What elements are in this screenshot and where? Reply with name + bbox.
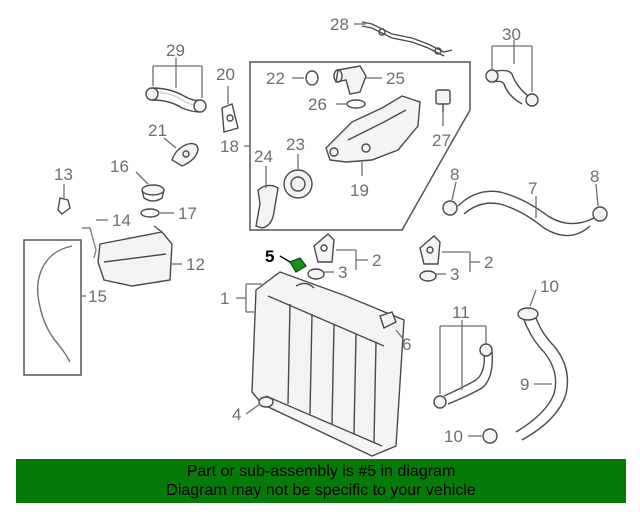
info-banner: Part or sub-assembly is #5 in diagram Di… bbox=[16, 459, 626, 503]
callout-1: 1 bbox=[220, 289, 229, 308]
part-12-reservoir bbox=[97, 225, 173, 287]
callout-19: 19 bbox=[350, 181, 369, 200]
part-2-bracket-right bbox=[419, 235, 441, 265]
callout-8-right: 8 bbox=[590, 167, 599, 186]
callout-9: 9 bbox=[520, 375, 529, 394]
part-28-pipe bbox=[361, 21, 453, 57]
part-6-plug bbox=[379, 311, 397, 329]
part-22-o-ring bbox=[305, 70, 319, 86]
part-17-ring bbox=[140, 208, 160, 218]
part-3-mount-left bbox=[307, 268, 325, 280]
callout-3-right: 3 bbox=[450, 265, 459, 284]
callout-14: 14 bbox=[112, 211, 131, 230]
part-16-cap bbox=[141, 184, 165, 202]
callout-3-left: 3 bbox=[338, 263, 347, 282]
part-2-bracket-left bbox=[313, 233, 335, 263]
part-1-radiator bbox=[251, 271, 405, 457]
callout-16: 16 bbox=[110, 157, 129, 176]
part-3-mount-right bbox=[419, 270, 437, 282]
thermostat-group-box bbox=[249, 61, 471, 231]
callout-23: 23 bbox=[286, 135, 305, 154]
part-23-thermostat bbox=[283, 169, 313, 199]
part-25-outlet bbox=[333, 65, 367, 95]
callout-20: 20 bbox=[216, 65, 235, 84]
leader-lines bbox=[63, 23, 599, 437]
part-10-clamp-top bbox=[517, 307, 539, 321]
part-26-o-ring bbox=[346, 99, 366, 109]
callout-5[interactable]: 5 bbox=[265, 247, 274, 266]
part-27-sensor bbox=[435, 89, 451, 112]
part-19-housing bbox=[325, 95, 421, 163]
callout-12: 12 bbox=[186, 255, 205, 274]
callout-25: 25 bbox=[386, 69, 405, 88]
part-13-clip bbox=[57, 197, 71, 215]
callout-13: 13 bbox=[54, 165, 73, 184]
part-7-hose bbox=[457, 190, 595, 237]
part-10-clamp-bottom bbox=[482, 428, 498, 444]
callout-2-right: 2 bbox=[484, 253, 493, 272]
part-4-drain bbox=[258, 396, 274, 408]
callout-15: 15 bbox=[88, 287, 107, 306]
part-24-inlet bbox=[255, 184, 279, 229]
part-21-sensor bbox=[171, 142, 199, 167]
part-8-clamp-left bbox=[442, 200, 458, 216]
callout-30: 30 bbox=[502, 25, 521, 44]
overflow-hose-box bbox=[23, 239, 82, 376]
callout-18: 18 bbox=[220, 137, 239, 156]
callout-22: 22 bbox=[266, 69, 285, 88]
callout-17: 17 bbox=[178, 204, 197, 223]
part-11-hose bbox=[433, 343, 493, 409]
callout-10-bottom: 10 bbox=[444, 427, 463, 446]
callout-7: 7 bbox=[528, 179, 537, 198]
part-9-hose bbox=[515, 317, 569, 441]
callout-28: 28 bbox=[330, 15, 349, 34]
callout-6: 6 bbox=[402, 335, 411, 354]
banner-line-1: Part or sub-assembly is #5 in diagram bbox=[186, 463, 456, 480]
callout-27: 27 bbox=[432, 131, 451, 150]
part-8-clamp-right bbox=[592, 206, 608, 222]
part-5-highlighted[interactable] bbox=[289, 257, 307, 273]
callout-21: 21 bbox=[148, 121, 167, 140]
part-14-hose bbox=[82, 227, 97, 259]
callout-2-left: 2 bbox=[372, 251, 381, 270]
callout-4: 4 bbox=[232, 405, 241, 424]
part-29-hose bbox=[145, 87, 207, 113]
callout-11: 11 bbox=[452, 303, 470, 322]
callout-10-top: 10 bbox=[540, 277, 559, 296]
callout-26: 26 bbox=[308, 95, 327, 114]
callout-29: 29 bbox=[166, 41, 185, 60]
part-20-gasket bbox=[221, 103, 239, 133]
callout-8-left: 8 bbox=[450, 165, 459, 184]
callout-24: 24 bbox=[254, 147, 273, 166]
part-15-overflow-hose bbox=[36, 245, 73, 363]
banner-line-2: Diagram may not be specific to your vehi… bbox=[166, 482, 476, 499]
part-30-hose bbox=[485, 69, 539, 107]
